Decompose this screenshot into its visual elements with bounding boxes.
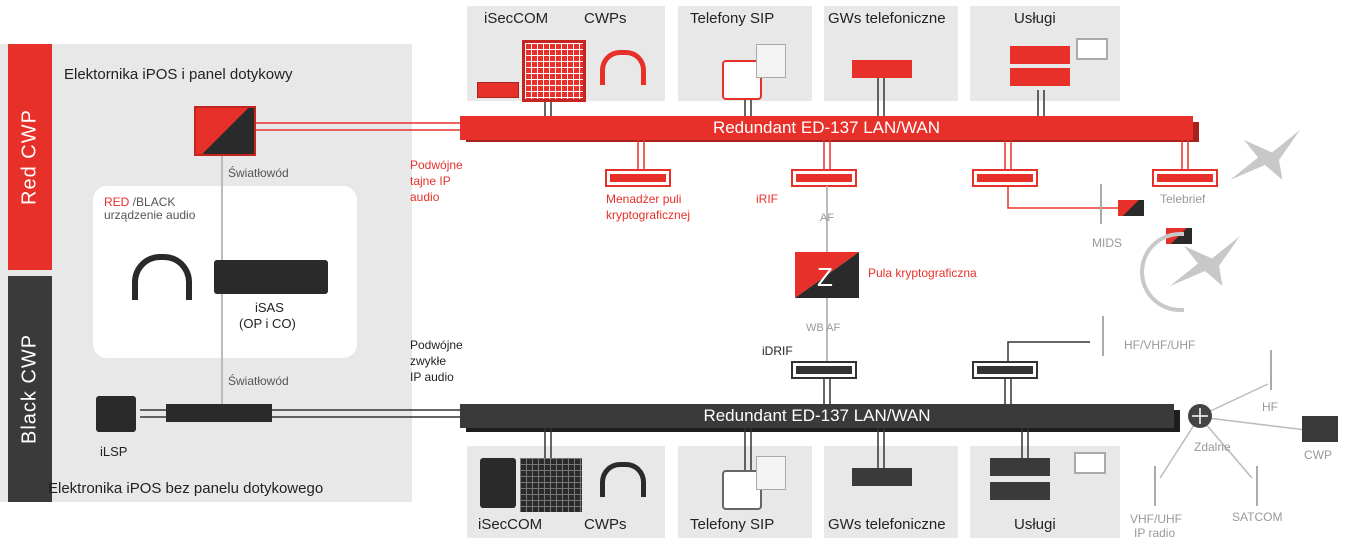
black-panel-title: Elektronika iPOS bez panelu dotykowego	[48, 480, 324, 497]
headset-black-icon	[600, 462, 646, 497]
zdalne-label: Zdalne	[1194, 440, 1231, 454]
bottom-group-gw-box	[824, 446, 958, 538]
vhf-uhf-label-2: IP radio	[1134, 526, 1176, 540]
top-group-gw-box	[824, 6, 958, 101]
vhf-uhf-label-1: VHF/UHF	[1130, 512, 1182, 526]
headset-icon	[600, 50, 646, 85]
server-black-icon	[990, 458, 1050, 476]
gateway-black-icon	[852, 468, 912, 486]
ilsp-label: iLSP	[100, 444, 128, 459]
top-label-cwps: CWPs	[584, 10, 627, 27]
isas-label: iSAS	[255, 300, 284, 315]
top-label-phone-gateways: GWs telefoniczne	[828, 10, 946, 27]
gateway-red-icon	[852, 60, 912, 78]
mids-label: MIDS	[1092, 236, 1122, 250]
iseccom-speaker-icon	[480, 458, 516, 508]
audio-black-label: BLACK	[136, 195, 176, 209]
cwp-remote-icon	[1302, 416, 1338, 442]
fiber-top-label: Światłowód	[228, 166, 289, 180]
audio-red-label: RED	[104, 195, 130, 209]
sip-phone-base-black-icon	[756, 456, 786, 490]
server-red-icon-2	[1010, 68, 1070, 86]
isas-device-icon	[214, 260, 328, 294]
server-black-icon-2	[990, 482, 1050, 500]
iseccom-touch-panel-icon	[522, 40, 586, 102]
ilsp-speaker-icon	[96, 396, 136, 432]
server-red-icon	[1010, 46, 1070, 64]
headset-large-icon	[132, 254, 192, 300]
vhf-uhf-antenna-icon	[1154, 466, 1156, 506]
mids-antenna-icon	[1100, 184, 1102, 224]
sip-phone-icon	[722, 60, 762, 100]
fiber-bottom-label: Światłowód	[228, 374, 289, 388]
ipos-black-device-icon	[166, 404, 272, 422]
black-bus-label: Redundant ED-137 LAN/WAN	[703, 406, 931, 425]
crypto-pool-label: Pula kryptograficzna	[868, 266, 977, 280]
audio-device-label: RED /BLACK urządzenie audio	[104, 196, 195, 222]
irif-label: iRIF	[756, 192, 778, 206]
red-panel-title: Elektornika iPOS i panel dotykowy	[64, 66, 293, 83]
iseccom-small-device-icon	[477, 82, 519, 98]
dual-secret-1: Podwójne	[410, 158, 463, 172]
cwp-remote-label: CWP	[1304, 448, 1332, 462]
iseccom-touch-panel-black-icon	[520, 458, 582, 512]
dual-plain-3: IP audio	[410, 370, 454, 384]
idrif-label: iDRIF	[762, 344, 793, 358]
bottom-label-sip-phones: Telefony SIP	[690, 516, 775, 533]
telebrief-label: Telebrief	[1160, 192, 1206, 206]
mids-z-badge	[1118, 200, 1144, 216]
satcom-antenna-icon	[1256, 466, 1258, 506]
top-label-iseccom: iSecCOM	[484, 10, 549, 27]
monitor-icon	[1076, 38, 1108, 60]
sip-phone-base-icon	[756, 44, 786, 78]
audio-sep-label: /	[129, 195, 137, 209]
bottom-label-cwps: CWPs	[584, 516, 627, 533]
dual-plain-1: Podwójne	[410, 338, 463, 352]
top-label-services: Usługi	[1014, 10, 1056, 27]
dual-secret-3: audio	[410, 190, 440, 204]
crypto-manager-label-1: Menadżer puli	[606, 192, 682, 206]
wb-af-label: WB AF	[806, 322, 841, 334]
hf-antenna-icon	[1270, 350, 1272, 390]
crypto-z-label: Z	[817, 262, 833, 292]
satcom-label: SATCOM	[1232, 510, 1283, 524]
af-label: AF	[820, 212, 835, 224]
touch-panel-red-icon	[194, 106, 256, 156]
hf-vhf-uhf-antenna-icon	[1102, 316, 1104, 356]
dual-plain-2: zwykłe	[410, 354, 447, 368]
monitor-black-icon	[1074, 452, 1106, 474]
sip-phone-black-icon	[722, 470, 762, 510]
top-label-sip-phones: Telefony SIP	[690, 10, 775, 27]
bottom-label-iseccom: iSecCOM	[478, 516, 543, 533]
red-bus-label: Redundant ED-137 LAN/WAN	[712, 118, 941, 137]
crypto-manager-label-2: kryptograficznej	[606, 208, 691, 222]
bottom-label-phone-gateways: GWs telefoniczne	[828, 516, 946, 533]
bottom-label-services: Usługi	[1014, 516, 1056, 533]
isas-sub-label: (OP i CO)	[239, 316, 296, 331]
hf-vhf-uhf-label: HF/VHF/UHF	[1124, 338, 1196, 352]
dual-secret-2: tajne IP	[410, 174, 451, 188]
hf-label: HF	[1262, 400, 1278, 414]
audio-device-label-text: urządzenie audio	[104, 208, 196, 222]
